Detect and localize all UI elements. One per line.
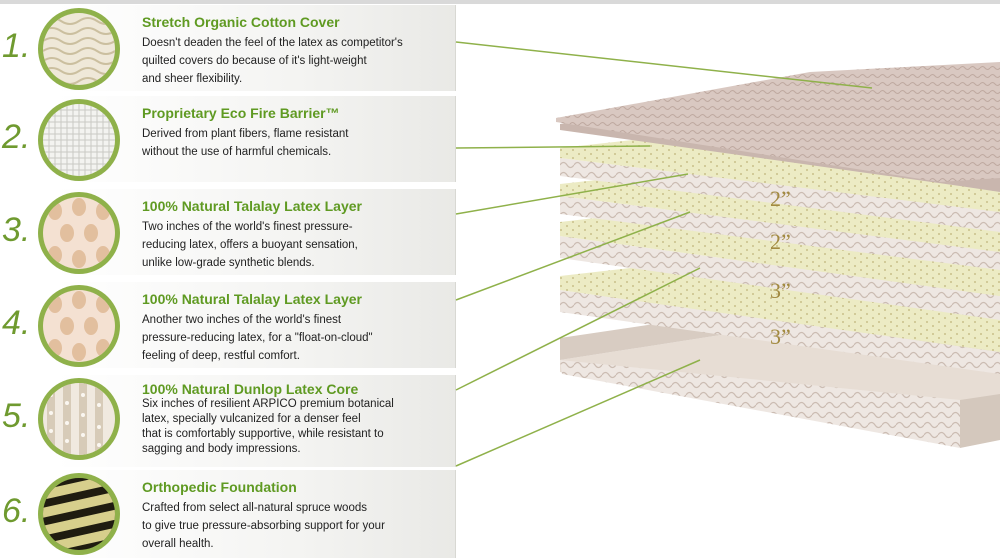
thickness-label: 2” <box>770 186 791 211</box>
layer-number: 1. <box>2 27 31 65</box>
layer-number: 3. <box>2 211 31 249</box>
layer-description-line: Doesn't deaden the feel of the latex as … <box>142 37 403 49</box>
layer-row-2: 2. Proprietary Eco Fire Barrier™ Derived… <box>0 96 456 182</box>
layer-number: 2. <box>2 118 31 156</box>
layer-title: 100% Natural Talalay Latex Layer <box>142 198 362 214</box>
layer-description-line: Six inches of resilient ARPICO premium b… <box>142 398 394 410</box>
layer-row-1: 1. Stretch Organic Cotton Cover Doesn't … <box>0 5 456 91</box>
layer-title: Proprietary Eco Fire Barrier™ <box>142 105 340 121</box>
layer-description: Six inches of resilient ARPICO premium b… <box>142 397 442 457</box>
thickness-label: 3” <box>770 278 791 303</box>
wood-slats-icon <box>38 473 120 555</box>
layer-description-line: sagging and body impressions. <box>142 443 301 455</box>
layer-panel <box>56 189 456 275</box>
top-border <box>0 0 1000 4</box>
layer-description-line: Crafted from select all-natural spruce w… <box>142 502 367 514</box>
layer-description-line: unlike low-grade synthetic blends. <box>142 257 315 269</box>
fire-barrier-weave-icon <box>38 99 120 181</box>
layer-description-line: and sheer flexibility. <box>142 73 243 85</box>
layer-description-line: Another two inches of the world's finest <box>142 314 342 326</box>
layer-number: 6. <box>2 492 31 530</box>
layer-panel <box>56 282 456 368</box>
layer-row-5: 5. 100% Natural Dunlop Latex Core Six in… <box>0 375 456 467</box>
layer-description-line: quilted covers do because of it's light-… <box>142 55 367 67</box>
latex-layer-1 <box>560 126 1000 232</box>
layer-title: Stretch Organic Cotton Cover <box>142 14 340 30</box>
layer-row-3: 3. 100% Natural Talalay Latex Layer Two … <box>0 189 456 275</box>
layer-description-line: that is comfortably supportive, while re… <box>142 428 384 440</box>
layer-description: Two inches of the world's finest pressur… <box>142 218 442 272</box>
layer-description-line: overall health. <box>142 538 214 550</box>
layer-description-line: Two inches of the world's finest pressur… <box>142 221 353 233</box>
layer-description-line: without the use of harmful chemicals. <box>142 146 332 158</box>
layer-title: 100% Natural Dunlop Latex Core <box>142 381 359 397</box>
layer-title: Orthopedic Foundation <box>142 479 297 495</box>
layer-description-line: Derived from plant fibers, flame resista… <box>142 128 349 140</box>
layer-description: Derived from plant fibers, flame resista… <box>142 125 442 161</box>
layer-row-4: 4. 100% Natural Talalay Latex Layer Anot… <box>0 282 456 368</box>
layer-panel <box>56 470 456 558</box>
dunlop-latex-core-icon <box>38 378 120 460</box>
talalay-latex-icon <box>38 192 120 274</box>
layer-panel <box>56 5 456 91</box>
layer-description-line: latex, specially vulcanized for a denser… <box>142 413 361 425</box>
cotton-knit-icon <box>38 8 120 90</box>
layer-description-line: to give true pressure-absorbing support … <box>142 520 385 532</box>
layer-panel <box>56 96 456 182</box>
thickness-label: 2” <box>770 229 791 254</box>
layer-title: 100% Natural Talalay Latex Layer <box>142 291 362 307</box>
layer-description-line: pressure-reducing latex, for a "float-on… <box>142 332 373 344</box>
layer-description: Doesn't deaden the feel of the latex as … <box>142 34 442 88</box>
thickness-label: 3” <box>770 324 791 349</box>
latex-layer-4 <box>560 250 1000 374</box>
cover-layer <box>556 62 1000 192</box>
foundation-layer <box>560 298 1000 448</box>
leader-lines <box>455 41 873 467</box>
layer-row-6: 6. Orthopedic Foundation Crafted from se… <box>0 470 456 558</box>
layer-description: Another two inches of the world's finest… <box>142 311 442 365</box>
layer-description: Crafted from select all-natural spruce w… <box>142 499 442 553</box>
layer-description-line: feeling of deep, restful comfort. <box>142 350 300 362</box>
layer-panel <box>56 375 456 467</box>
layer-number: 5. <box>2 397 31 435</box>
layer-number: 4. <box>2 304 31 342</box>
talalay-latex-icon <box>38 285 120 367</box>
layer-description-line: reducing latex, offers a buoyant sensati… <box>142 239 358 251</box>
